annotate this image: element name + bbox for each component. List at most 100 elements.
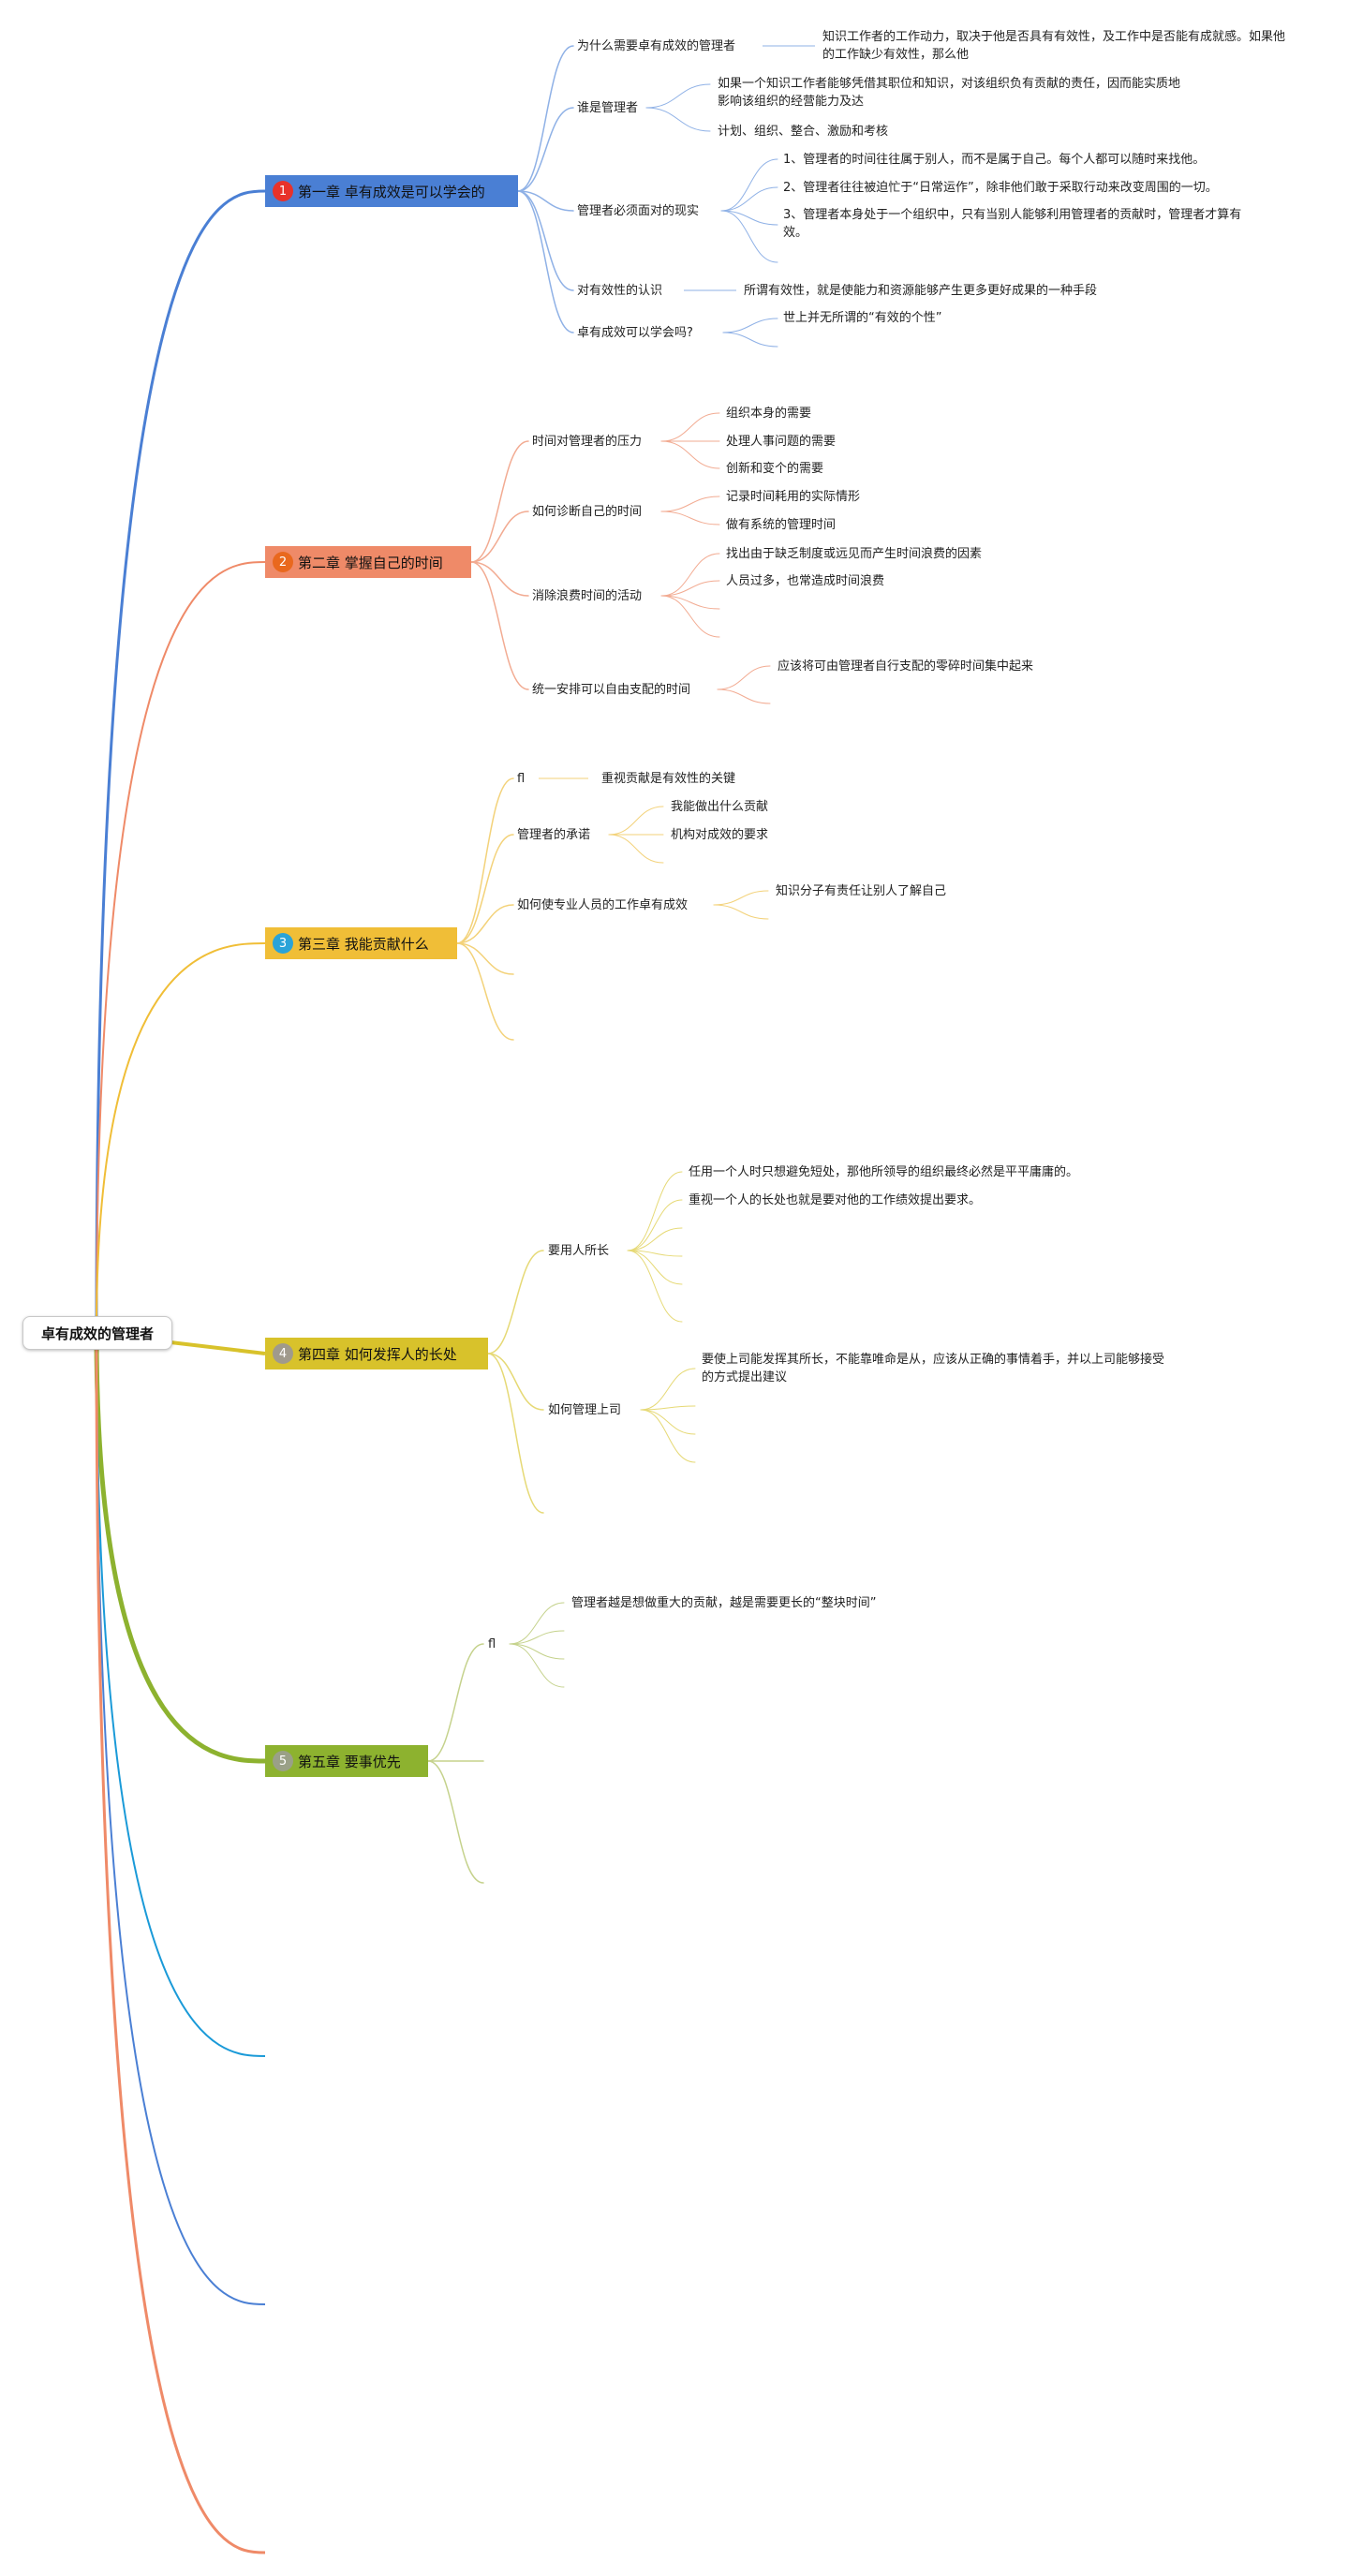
trunk-empty-3 — [95, 1331, 266, 2554]
b2-arrange-2 — [717, 688, 771, 704]
b4-boss — [487, 1353, 544, 1411]
trunk-chapter-1 — [95, 189, 266, 1333]
ch2-diagnose-1[interactable]: 记录时间耗用的实际情形 — [726, 490, 861, 504]
trunk-chapter-5 — [94, 1331, 266, 1764]
ch1-recognition-detail[interactable]: 所谓有效性，就是使能力和资源能够产生更多更好成果的一种手段 — [744, 284, 1098, 298]
b2-waste-4 — [660, 595, 720, 638]
b2-waste-1 — [660, 553, 720, 597]
chapter-1-topic[interactable]: 1 第一章 卓有成效是可以学会的 — [265, 175, 518, 207]
ch1-reality-3[interactable]: 3、管理者本身处于一个组织中，只有当别人能够利用管理者的贡献时，管理者才算有效。 — [783, 208, 1242, 240]
b2-arrange-1 — [717, 665, 771, 690]
b3-commit-3 — [608, 834, 664, 864]
b3-prof-1 — [713, 890, 769, 906]
ch4-use-1[interactable]: 任用一个人时只想避免短处，那他所领导的组织最终必然是平平庸庸的。 — [689, 1165, 1079, 1179]
ch2-waste-topic[interactable]: 消除浪费时间的活动 — [532, 589, 643, 603]
ch3-prof-1[interactable]: 知识分子有责任让别人了解自己 — [776, 884, 947, 898]
b4-use-5 — [627, 1250, 683, 1285]
trunk-empty-2 — [96, 1331, 266, 2305]
b5-fl-2 — [509, 1630, 565, 1645]
ch1-who-topic[interactable]: 谁是管理者 — [577, 101, 639, 115]
ch2-pressure-3[interactable]: 创新和变个的需要 — [726, 462, 824, 476]
b1-reality-2 — [720, 186, 778, 212]
chapter-2-label: 第二章 掌握自己的时间 — [298, 554, 443, 571]
b1-learnable-1 — [722, 318, 778, 333]
ch2-arrange-1[interactable]: 应该将可由管理者自行支配的零碎时间集中起来 — [778, 659, 1034, 674]
ch3-commit-2[interactable]: 机构对成效的要求 — [671, 828, 769, 842]
ch5-fl-detail[interactable]: 管理者越是想做重大的贡献，越是需要更长的“整块时间” — [571, 1596, 877, 1610]
b1-who — [517, 107, 574, 192]
b5-empty-2 — [427, 1760, 484, 1884]
b2-pressure-1 — [660, 412, 720, 442]
ch1-learnable-detail[interactable]: 世上并无所谓的“有效的个性” — [783, 311, 942, 325]
b3-empty-1 — [456, 942, 514, 975]
b2-waste-3 — [660, 595, 720, 610]
ch1-why-detail[interactable]: 知识工作者的工作动力，取决于他是否具有有效性，及工作中是否能有成就感。如果他的工… — [822, 30, 1286, 62]
ch1-learnable-topic[interactable]: 卓有成效可以学会吗? — [577, 326, 693, 340]
chapter-1-label: 第一章 卓有成效是可以学会的 — [298, 183, 485, 200]
ch3-fl-detail[interactable]: 重视贡献是有效性的关键 — [601, 772, 736, 786]
b2-diagnose — [470, 511, 529, 563]
trunk-chapter-2 — [96, 561, 266, 1333]
trunk-chapter-4 — [170, 1340, 266, 1355]
ch1-why-topic[interactable]: 为什么需要卓有成效的管理者 — [577, 39, 736, 53]
b4-empty — [487, 1353, 544, 1514]
b4-boss-3 — [640, 1409, 696, 1435]
b5-fl — [427, 1643, 484, 1762]
chapter-4-label: 第四章 如何发挥人的长处 — [298, 1345, 457, 1363]
b3-prof-2 — [713, 904, 769, 920]
b2-diagnose-2 — [660, 511, 720, 526]
b4-use-6 — [627, 1250, 683, 1323]
b1-who-2 — [645, 107, 711, 132]
b5-fl-4 — [509, 1643, 565, 1688]
ch1-who-detail-1[interactable]: 如果一个知识工作者能够凭借其职位和知识，对该组织负有贡献的责任，因而能实质地影响… — [718, 77, 1181, 109]
b4-boss-2 — [640, 1405, 696, 1411]
ch2-waste-1[interactable]: 找出由于缺乏制度或远见而产生时间浪费的因素 — [726, 547, 983, 561]
ch1-who-detail-2[interactable]: 计划、组织、整合、激励和考核 — [718, 125, 889, 139]
chapter-5-topic[interactable]: 5 第五章 要事优先 — [265, 1745, 428, 1777]
ch2-diagnose-2[interactable]: 做有系统的管理时间 — [726, 518, 837, 532]
b1-learnable-2 — [722, 332, 778, 348]
b3-prof — [456, 904, 514, 944]
ch4-use-2[interactable]: 重视一个人的长处也就是要对他的工作绩效提出要求。 — [689, 1193, 982, 1207]
chapter-2-topic[interactable]: 2 第二章 掌握自己的时间 — [265, 546, 471, 578]
chapter-3-topic[interactable]: 3 第三章 我能贡献什么 — [265, 927, 457, 959]
ch2-pressure-1[interactable]: 组织本身的需要 — [726, 407, 812, 421]
ch1-reality-2[interactable]: 2、管理者往往被迫忙于“日常运作”，除非他们敢于采取行动来改变周围的一切。 — [783, 181, 1218, 195]
b2-diagnose-1 — [660, 496, 720, 512]
b4-use-2 — [627, 1199, 683, 1251]
ch3-commit-1[interactable]: 我能做出什么贡献 — [671, 800, 769, 814]
b2-arrange — [470, 561, 529, 690]
ch1-reality-1[interactable]: 1、管理者的时间往往属于别人，而不是属于自己。每个人都可以随时来找他。 — [783, 153, 1206, 167]
ch4-boss-topic[interactable]: 如何管理上司 — [548, 1403, 622, 1417]
root-topic[interactable]: 卓有成效的管理者 — [22, 1316, 172, 1350]
number-2-badge-icon: 2 — [273, 552, 293, 572]
ch2-diagnose-topic[interactable]: 如何诊断自己的时间 — [532, 505, 643, 519]
b4-use-3 — [627, 1227, 683, 1251]
b1-recognition — [517, 190, 574, 291]
b1-reality-4 — [720, 210, 778, 263]
ch4-use-topic[interactable]: 要用人所长 — [548, 1244, 610, 1258]
ch3-fl-topic[interactable]: fl — [517, 772, 526, 786]
trunk-empty-1 — [96, 1331, 266, 2057]
ch1-reality-topic[interactable]: 管理者必须面对的现实 — [577, 204, 700, 218]
ch3-prof-topic[interactable]: 如何使专业人员的工作卓有成效 — [517, 898, 689, 912]
b3-commit — [456, 834, 514, 944]
b4-use-1 — [627, 1171, 683, 1251]
b5-fl-1 — [509, 1602, 565, 1645]
ch5-fl-topic[interactable]: fl — [488, 1637, 496, 1651]
b2-waste-2 — [660, 580, 720, 597]
ch2-waste-2[interactable]: 人员过多，也常造成时间浪费 — [726, 574, 885, 588]
b2-waste — [470, 561, 529, 597]
b4-boss-4 — [640, 1409, 696, 1463]
ch2-arrange-topic[interactable]: 统一安排可以自由支配的时间 — [532, 683, 691, 697]
ch3-commit-topic[interactable]: 管理者的承诺 — [517, 828, 591, 842]
ch2-pressure-topic[interactable]: 时间对管理者的压力 — [532, 435, 643, 449]
b3-commit-1 — [608, 806, 664, 836]
chapter-4-topic[interactable]: 4 第四章 如何发挥人的长处 — [265, 1338, 488, 1369]
ch4-boss-1[interactable]: 要使上司能发挥其所长，不能靠唯命是从，应该从正确的事情着手，并以上司能够接受的方… — [702, 1353, 1165, 1384]
b1-who-1 — [645, 83, 711, 109]
b2-pressure-3 — [660, 440, 720, 469]
ch2-pressure-2[interactable]: 处理人事问题的需要 — [726, 435, 837, 449]
ch1-recognition-topic[interactable]: 对有效性的认识 — [577, 284, 663, 298]
b1-why — [517, 45, 574, 192]
